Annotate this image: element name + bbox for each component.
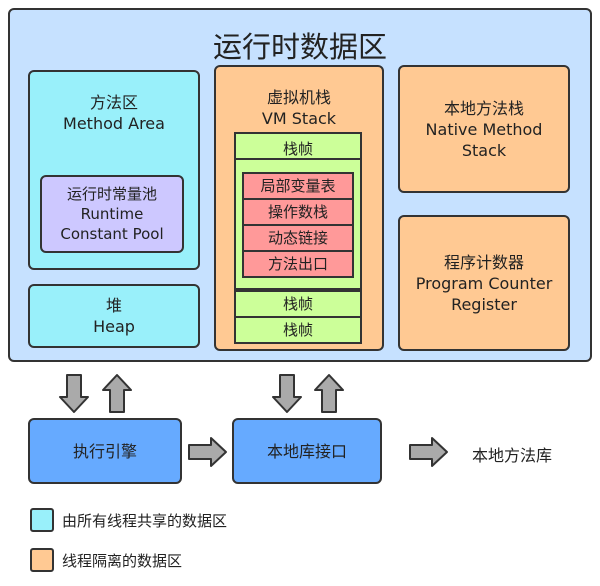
- constant-pool-en2: Constant Pool: [60, 225, 164, 243]
- heap-zh: 堆: [105, 296, 122, 315]
- arrow-up-icon: [102, 374, 132, 413]
- execution-engine: 执行引擎: [28, 418, 182, 484]
- frame-item-return-address: 方法出口: [242, 250, 354, 278]
- stack-frame-label: 栈帧: [282, 321, 313, 339]
- stack-frame-2: 栈帧: [234, 290, 362, 318]
- stack-frame-3: 栈帧: [234, 316, 362, 344]
- frame-item-local-variables: 局部变量表: [242, 172, 354, 200]
- vm-stack-zh: 虚拟机栈: [266, 88, 331, 107]
- stack-frame-label: 栈帧: [282, 295, 313, 313]
- native-stack-en2: Stack: [461, 140, 507, 160]
- constant-pool-zh: 运行时常量池: [66, 185, 157, 203]
- pc-register-en2: Register: [451, 294, 517, 314]
- frame-item-label: 方法出口: [267, 255, 328, 273]
- method-area-en: Method Area: [63, 114, 165, 133]
- native-library-label: 本地方法库: [472, 446, 553, 465]
- frame-item-label: 操作数栈: [267, 203, 328, 221]
- legend-label-shared: 由所有线程共享的数据区: [62, 512, 228, 530]
- native-interface: 本地库接口: [232, 418, 382, 484]
- native-stack-zh: 本地方法栈: [443, 98, 524, 118]
- frame-item-dynamic-linking: 动态链接: [242, 224, 354, 252]
- arrow-right-icon: [409, 437, 448, 467]
- pc-register-zh: 程序计数器: [443, 252, 524, 272]
- heap-en: Heap: [93, 317, 135, 336]
- arrow-up-icon: [314, 374, 344, 413]
- legend-swatch-isolated: [30, 548, 54, 572]
- frame-item-label: 动态链接: [267, 229, 328, 247]
- frame-item-label: 局部变量表: [260, 177, 336, 195]
- native-interface-label: 本地库接口: [266, 441, 347, 461]
- legend-label-isolated: 线程隔离的数据区: [62, 552, 183, 570]
- arrow-down-icon: [59, 374, 89, 413]
- native-stack-en1: Native Method: [425, 119, 543, 139]
- constant-pool-en1: Runtime: [80, 205, 144, 223]
- method-area-zh: 方法区: [89, 93, 138, 112]
- stack-frame-label: 栈帧: [282, 140, 313, 158]
- stack-frame-divider: [234, 158, 362, 160]
- vm-stack-en: VM Stack: [261, 109, 337, 128]
- pc-register-en1: Program Counter: [415, 273, 553, 293]
- native-method-stack: 本地方法栈 Native Method Stack: [398, 65, 570, 193]
- runtime-constant-pool: 运行时常量池 Runtime Constant Pool: [40, 175, 184, 253]
- arrow-down-icon: [272, 374, 302, 413]
- legend-swatch-shared: [30, 508, 54, 532]
- frame-item-operand-stack: 操作数栈: [242, 198, 354, 226]
- program-counter-register: 程序计数器 Program Counter Register: [398, 215, 570, 351]
- runtime-data-area-title: 运行时数据区: [212, 30, 387, 64]
- heap: 堆 Heap: [28, 284, 200, 348]
- arrow-right-icon: [188, 437, 227, 467]
- execution-engine-label: 执行引擎: [72, 441, 137, 461]
